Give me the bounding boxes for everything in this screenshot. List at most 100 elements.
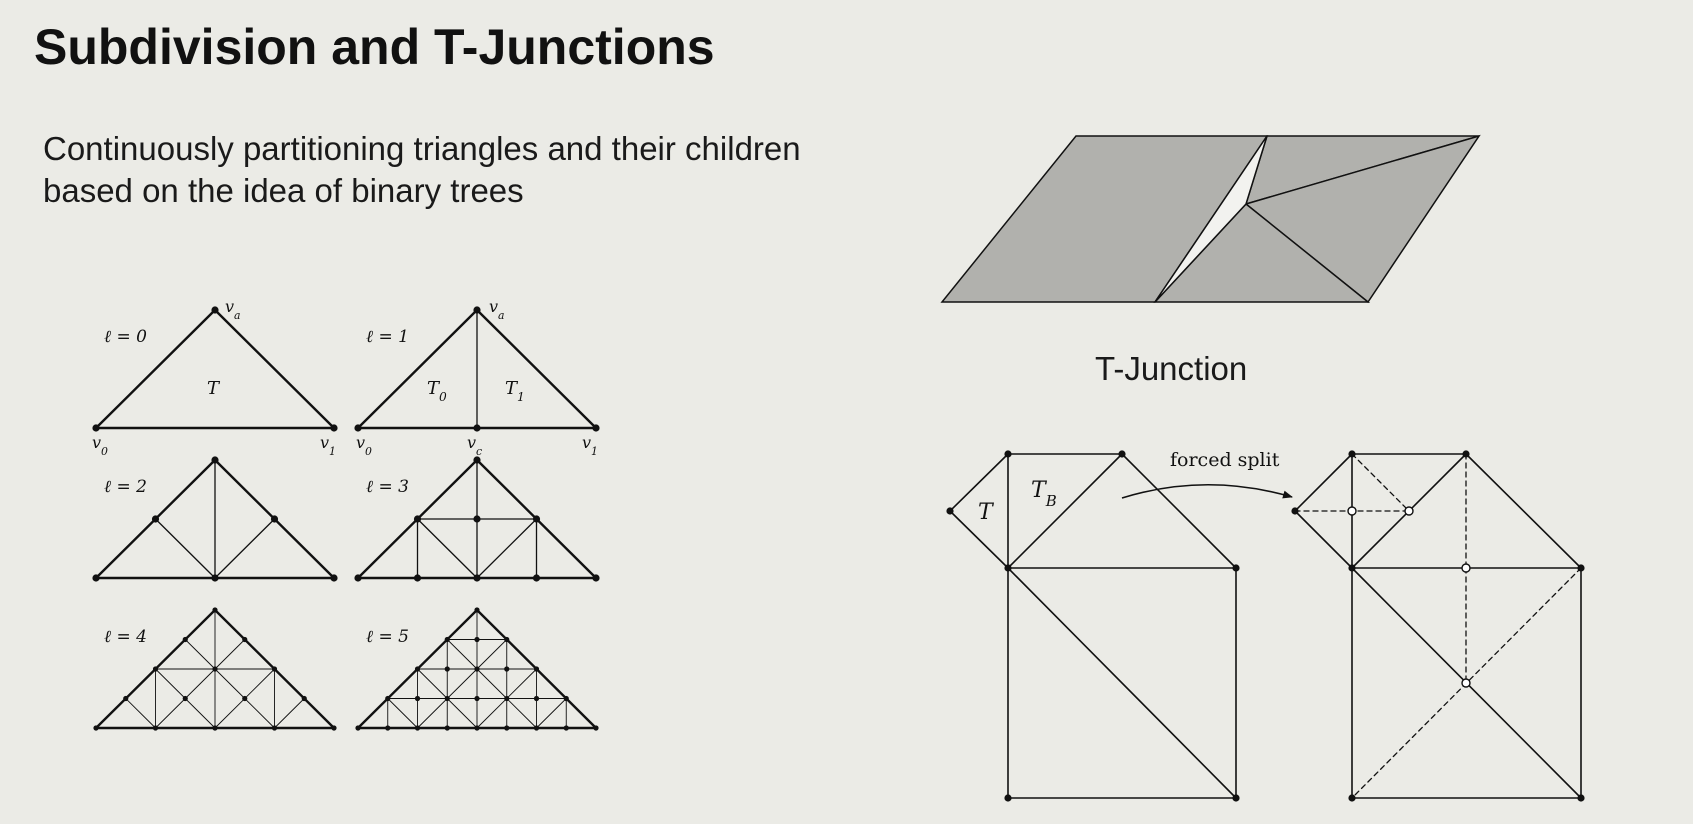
vertex-dot [592,424,600,432]
vertex-dot [330,424,338,432]
vertex-label: v0 [356,433,372,458]
vertex-dot [330,574,338,582]
vertex-dot [355,725,361,731]
edge [1294,510,1353,569]
triangle-label: T1 [505,378,525,404]
vertex-dot [533,695,540,702]
bisection-edge [214,518,276,579]
level-label: ℓ = 2 [104,477,147,497]
vertex-dot [1577,794,1585,802]
bisection-edge [244,698,275,729]
hanging-vertex [1461,563,1471,573]
vertex-dot [1118,450,1126,458]
vertex-dot [1348,564,1356,572]
vertex-dot [474,666,480,672]
vertex-dot [242,636,248,643]
vertex-dot [385,725,391,731]
vertex-dot [592,574,600,582]
edge [1294,453,1353,512]
outer-triangle [94,308,336,430]
bisection-edge [184,639,216,670]
vertex-dot [563,725,569,731]
bisection-edge [125,698,156,729]
level-label: ℓ = 3 [366,477,409,497]
vertex-dot [385,695,391,702]
vertex-dot [182,636,188,643]
level-label: ℓ = 4 [104,627,147,647]
vertex-label: v1 [320,433,336,458]
vertex-label: vc [467,433,482,458]
vertex-dot [1577,564,1585,572]
vertex-dot [444,725,450,731]
vertex-dot [1004,564,1012,572]
bisection-edge [417,698,448,729]
hanging-vertex [1461,678,1471,688]
vertex-label: va [489,297,505,322]
vertex-dot [212,725,218,731]
vertex-dot [1004,794,1012,802]
vertex-dot [413,574,422,582]
vertex-dot [444,695,450,702]
vertex-dot [532,574,541,582]
subdivision-level-4: ℓ = 4 [93,607,337,731]
bisection-edge [476,518,538,579]
triangle-label: T [207,378,221,399]
vertex-dot [504,666,510,672]
vertex-dot [182,695,188,702]
vertex-dot [1348,450,1356,458]
triangle-label: T0 [427,378,447,404]
vertex-label: v1 [582,433,598,458]
vertex-dot [92,424,100,432]
after-forced-split [1291,450,1585,802]
vertex-dot [354,574,362,582]
vertex-dot [1348,794,1356,802]
vertex-dot [504,695,510,702]
vertex-dot [1004,450,1012,458]
vertex-dot [414,725,421,731]
vertex-dot [532,515,541,523]
bisection-edge [446,639,478,670]
vertex-dot [1232,564,1240,572]
vertex-dot [123,695,129,702]
vertex-dot [414,695,421,702]
vertex-dot [301,695,307,702]
subdivision-level-2: ℓ = 2 [92,456,338,582]
vertex-dot [1232,794,1240,802]
vertex-dot [504,636,510,643]
vertex-dot [211,306,219,314]
vertex-dot [1462,450,1470,458]
forced-split-arrow: forced split [1121,449,1293,499]
bisection-edge [274,698,305,729]
vertex-dot [331,725,337,731]
vertex-dot [473,456,481,464]
subdivision-level-5: ℓ = 5 [355,607,599,731]
triangle-label-tb: TB [1031,478,1057,510]
vertex-dot [211,456,219,464]
edge [1121,453,1237,569]
before-forced-split: TTB [946,450,1240,802]
vertex-label: v0 [92,433,108,458]
vertex-dot [152,666,159,672]
hanging-vertex [1347,506,1357,516]
bisection-edge [416,518,478,579]
vertex-dot [444,666,450,672]
bisection-edge [214,639,246,670]
bisection-edge [536,698,567,729]
vertex-dot [504,725,510,731]
vertex-dot [152,725,159,731]
bisection-edge [214,668,246,699]
bisection-edge [476,639,508,670]
level-label: ℓ = 1 [366,327,409,347]
vertex-dot [593,725,599,731]
edge [1007,453,1123,569]
vertex-dot [473,306,481,314]
bisection-edge [476,668,508,699]
vertex-dot [92,574,100,582]
vertex-dot [93,725,99,731]
forced-split-label: forced split [1170,449,1280,471]
vertex-dot [444,636,450,643]
